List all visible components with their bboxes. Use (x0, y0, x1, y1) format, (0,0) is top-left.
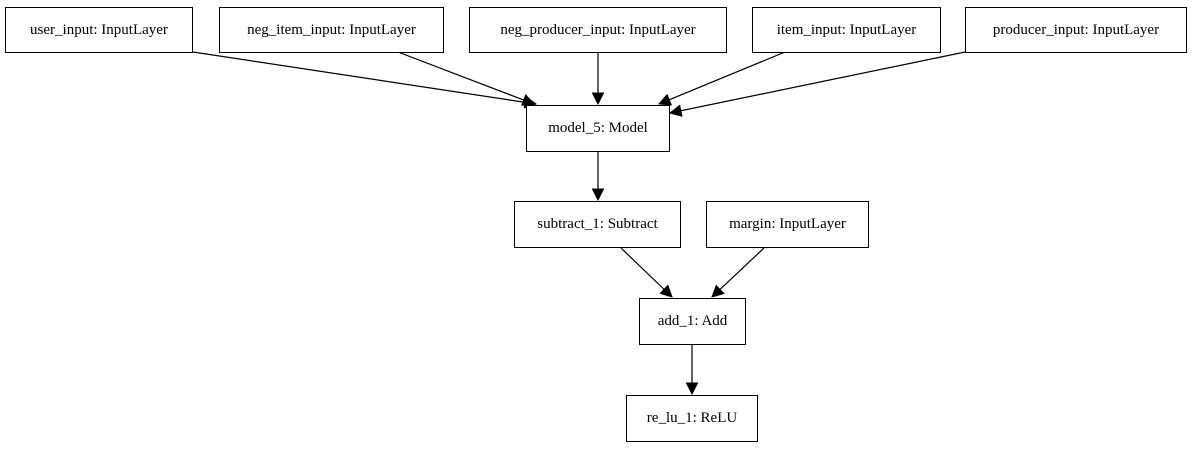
arrowhead-margin-to-add_1 (711, 284, 725, 298)
arrowhead-add_1-to-re_lu_1 (685, 382, 699, 396)
edge-producer_input-to-model_5 (680, 51, 966, 112)
arrowhead-model_5-to-subtract_1 (591, 188, 605, 202)
node-neg-producer-input: neg_producer_input: InputLayer (469, 7, 727, 53)
node-neg-item-input: neg_item_input: InputLayer (219, 7, 444, 53)
node-producer-input: producer_input: InputLayer (965, 7, 1187, 53)
edge-item_input-to-model_5 (668, 51, 786, 101)
arrowhead-item_input-to-model_5 (657, 93, 673, 106)
arrowhead-neg_producer_input-to-model_5 (591, 92, 605, 106)
arrowhead-neg_item_input-to-model_5 (521, 93, 536, 106)
node-item-input: item_input: InputLayer (752, 7, 941, 53)
arrowhead-producer_input-to-model_5 (668, 104, 683, 117)
edge-user_input-to-model_5 (192, 51, 526, 103)
edge-subtract_1-to-add_1 (620, 247, 665, 290)
node-re-lu-1: re_lu_1: ReLU (626, 395, 758, 442)
node-margin: margin: InputLayer (706, 201, 869, 248)
edge-neg_item_input-to-model_5 (397, 51, 524, 101)
node-model-5: model_5: Model (526, 105, 670, 152)
arrowhead-subtract_1-to-add_1 (659, 284, 673, 298)
node-add-1: add_1: Add (639, 298, 746, 345)
node-user-input: user_input: InputLayer (5, 7, 193, 53)
node-subtract-1: subtract_1: Subtract (514, 201, 681, 248)
edge-margin-to-add_1 (719, 247, 765, 290)
